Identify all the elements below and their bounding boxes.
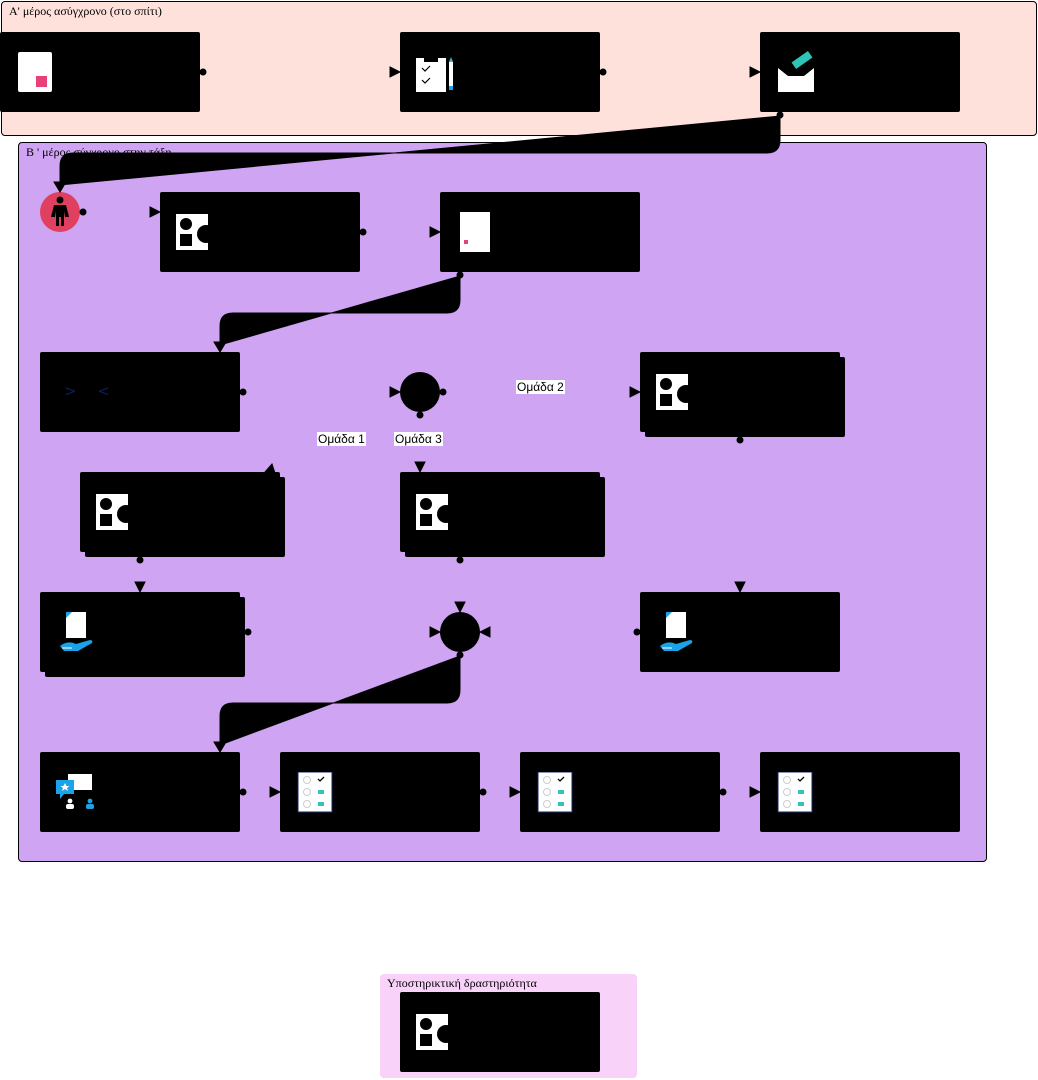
chevrons-icon: > < [64,382,118,400]
activity-b1[interactable] [160,192,360,272]
shapes-activity-icon [656,374,695,410]
checklist-icon [297,772,333,813]
discussion-icon [56,774,94,809]
activity-g2[interactable] [640,352,840,432]
worksheet-pencil-icon [416,56,453,92]
split-gateway[interactable] [400,372,440,412]
activity-g3[interactable] [400,472,600,552]
hand-document-icon [660,612,693,651]
shapes-activity-icon [96,494,135,530]
activity-a3[interactable] [760,32,960,112]
activity-discussion[interactable] [40,752,240,832]
document-icon [460,212,490,252]
checklist-icon [537,772,573,813]
submit-box-icon [778,50,814,92]
activity-a1[interactable] [0,32,200,112]
start-event[interactable] [40,192,80,232]
activity-checklist-3[interactable] [760,752,960,832]
shapes-activity-icon [416,494,455,530]
activity-checklist-2[interactable] [520,752,720,832]
lane-support-title: Υποστηρικτική δραστηριότητα [387,976,537,990]
lane-part-b-title: Β ' μέρος σύγχρονο στην τάξη [26,145,172,159]
merge-gateway[interactable] [440,612,480,652]
activity-checklist-1[interactable] [280,752,480,832]
shapes-activity-icon [416,1014,455,1050]
group-1-label: Ομάδα 1 [317,432,366,446]
group-3-label: Ομάδα 3 [394,432,443,446]
shapes-activity-icon [176,214,215,250]
hand-document-icon [60,612,93,651]
checklist-icon [777,772,813,813]
person-start-icon [51,196,69,226]
activity-hand-doc-left[interactable] [40,592,240,672]
group-2-label: Ομάδα 2 [516,380,565,394]
activity-support[interactable] [400,992,600,1072]
activity-a2[interactable] [400,32,600,112]
activity-hand-doc-right[interactable] [640,592,840,672]
activity-b3[interactable]: > < [40,352,240,432]
activity-b2[interactable] [440,192,640,272]
activity-g1[interactable] [80,472,280,552]
lane-part-a-title: Α' μέρος ασύγχρονο (στο σπίτι) [9,4,162,18]
document-icon [18,52,52,92]
